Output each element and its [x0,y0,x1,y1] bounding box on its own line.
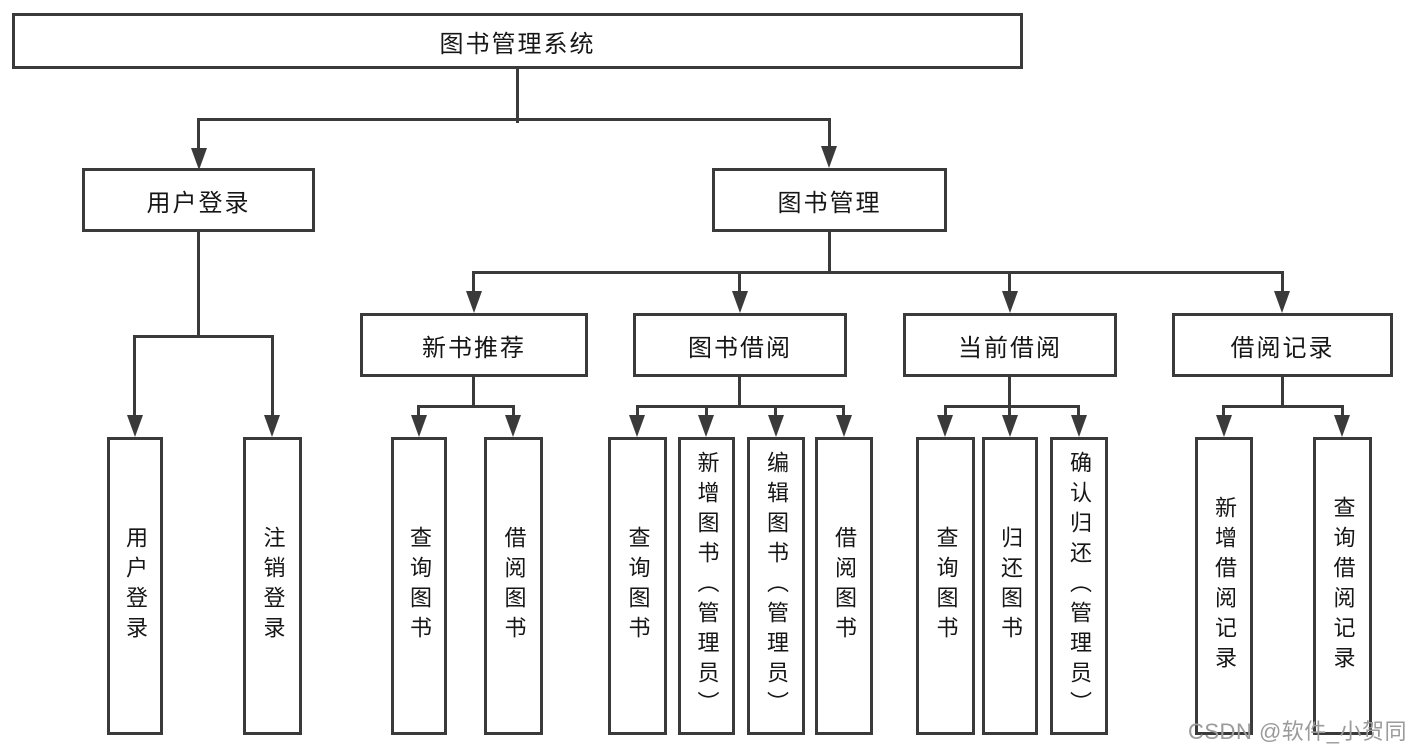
arrow-down-icon [821,146,837,168]
leaf-borrow-books-recommend-label: 借阅图书 [501,526,527,646]
connector-line [1281,271,1284,293]
connector-line [636,405,639,419]
leaf-borrow-books-borrowing: 借阅图书 [815,437,873,735]
leaf-add-borrow-record: 新增借阅记录 [1195,437,1253,735]
leaf-borrow-books-borrowing-label: 借阅图书 [832,526,857,646]
leaf-edit-books-admin: 编辑图书（管理员） [747,437,805,735]
node-borrowing-records: 借阅记录 [1172,313,1393,377]
connector-line [1077,405,1080,419]
leaf-query-books-current-label: 查询图书 [933,526,959,646]
leaf-query-books-borrowing: 查询图书 [608,437,667,735]
arrow-down-icon [411,415,427,437]
node-new-book-recommendation-label: 新书推荐 [422,334,526,362]
connector-line [133,335,274,338]
leaf-add-books-admin-label: 新增图书（管理员） [694,451,720,721]
node-current-borrowing-label: 当前借阅 [958,334,1062,362]
arrow-down-icon [698,415,714,437]
node-user-login: 用户登录 [82,168,315,232]
leaf-query-books-recommend: 查询图书 [391,437,447,735]
connector-line [944,405,947,419]
leaf-add-borrow-record-label: 新增借阅记录 [1212,496,1237,676]
node-user-login-label: 用户登录 [146,189,251,217]
leaf-query-borrow-record: 查询借阅记录 [1313,437,1372,735]
arrow-down-icon [768,415,784,437]
node-borrowing-records-label: 借阅记录 [1230,334,1335,362]
arrow-down-icon [1274,291,1290,313]
connector-line [516,69,519,123]
connector-line [1008,376,1011,408]
connector-line [271,335,274,417]
leaf-user-login-label: 用户登录 [123,526,148,646]
node-new-book-recommendation: 新书推荐 [360,313,588,377]
connector-line [133,335,136,417]
arrow-down-icon [629,415,645,437]
connector-line [197,118,200,150]
arrow-down-icon [505,415,521,437]
node-library-system-label: 图书管理系统 [439,30,596,58]
arrow-down-icon [264,415,280,437]
arrow-down-icon [127,415,143,437]
connector-line [197,118,831,121]
leaf-logout-label: 注销登录 [260,526,286,646]
connector-line [636,405,845,408]
arrow-down-icon [466,291,482,313]
connector-line [417,405,420,419]
connector-line [417,405,515,408]
connector-line [472,271,1284,274]
connector-line [705,405,708,419]
connector-line [828,232,831,274]
arrow-down-icon [1071,415,1087,437]
leaf-add-books-admin: 新增图书（管理员） [678,437,735,735]
leaf-query-books-current: 查询图书 [916,437,975,735]
leaf-confirm-return-admin-label: 确认归还（管理员） [1067,451,1092,721]
arrow-down-icon [191,148,207,170]
leaf-logout: 注销登录 [243,437,302,735]
leaf-return-books-label: 归还图书 [998,526,1023,646]
connector-line [1222,405,1344,408]
arrow-down-icon [1002,415,1018,437]
connector-line [197,232,200,338]
connector-line [738,271,741,293]
node-book-management-label: 图书管理 [777,189,882,217]
arrow-down-icon [1334,415,1350,437]
leaf-return-books: 归还图书 [982,437,1038,735]
connector-line [472,271,475,293]
watermark: CSDN @软件_小贺同学 [1188,719,1405,744]
connector-line [774,405,777,419]
connector-line [1222,405,1225,419]
leaf-user-login: 用户登录 [107,437,163,735]
node-library-system: 图书管理系统 [12,13,1023,69]
arrow-down-icon [1216,415,1232,437]
connector-line [828,118,831,150]
connector-line [1008,271,1011,293]
node-book-borrowing: 图书借阅 [633,313,847,377]
connector-line [1008,405,1011,419]
arrow-down-icon [836,415,852,437]
connector-line [512,405,515,419]
leaf-edit-books-admin-label: 编辑图书（管理员） [764,451,789,721]
leaf-query-books-recommend-label: 查询图书 [407,526,432,646]
leaf-query-books-borrowing-label: 查询图书 [625,526,651,646]
connector-line [944,405,1080,408]
node-current-borrowing: 当前借阅 [903,313,1117,377]
connector-line [1341,405,1344,419]
node-book-borrowing-label: 图书借阅 [688,334,792,362]
connector-line [842,405,845,419]
connector-line [472,377,475,408]
arrow-down-icon [1002,291,1018,313]
node-book-management: 图书管理 [712,168,947,232]
connector-line [738,376,741,408]
leaf-confirm-return-admin: 确认归还（管理员） [1050,437,1108,735]
arrow-down-icon [732,291,748,313]
connector-line [1281,377,1284,408]
arrow-down-icon [937,415,953,437]
leaf-query-borrow-record-label: 查询借阅记录 [1330,496,1356,676]
leaf-borrow-books-recommend: 借阅图书 [484,437,543,735]
